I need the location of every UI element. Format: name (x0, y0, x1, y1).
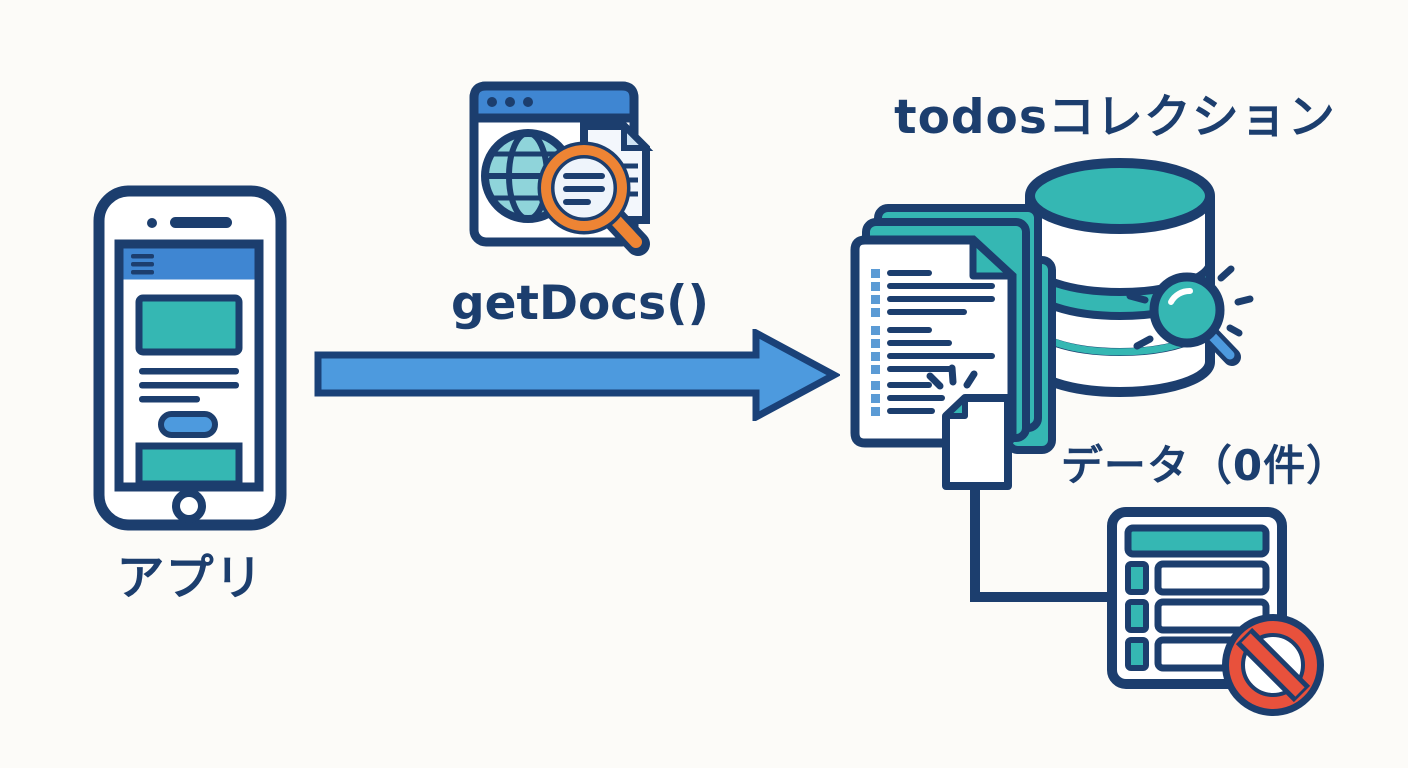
phone-text-lines (139, 368, 239, 403)
empty-document-icon (926, 364, 1012, 490)
prohibition-icon (1222, 614, 1324, 716)
getdocs-label: getDocs() (450, 276, 710, 331)
phone-body (93, 185, 287, 531)
flow-arrow-icon (314, 329, 840, 421)
search-magnifier-icon (1126, 265, 1254, 366)
web-search-icon (469, 81, 654, 256)
todos-collection-label: todosコレクション (894, 90, 1336, 145)
hamburger-menu-icon (131, 254, 154, 275)
collection-illustration (850, 158, 1254, 490)
smartphone-icon (93, 185, 287, 531)
phone-home-button (172, 489, 206, 523)
phone-content-block-2 (135, 442, 243, 488)
magnifier-icon (537, 141, 650, 256)
connector-line (970, 486, 1130, 602)
list-row (1125, 598, 1270, 634)
phone-camera-dot (147, 218, 157, 228)
todo-list-icon (1107, 507, 1324, 716)
data-count-label: データ（0件） (1060, 441, 1350, 490)
sparkle-lines (1126, 265, 1254, 350)
document-bullet-lines (871, 269, 995, 416)
phone-speaker (170, 217, 232, 228)
phone-content-block-1 (135, 294, 243, 356)
database-icon (1025, 158, 1215, 397)
list-header-bar (1124, 524, 1270, 558)
app-label: アプリ (116, 550, 264, 606)
burst-lines (926, 364, 978, 390)
phone-button-pill (158, 411, 218, 438)
list-row (1125, 560, 1270, 596)
browser-title-bar (469, 81, 639, 123)
